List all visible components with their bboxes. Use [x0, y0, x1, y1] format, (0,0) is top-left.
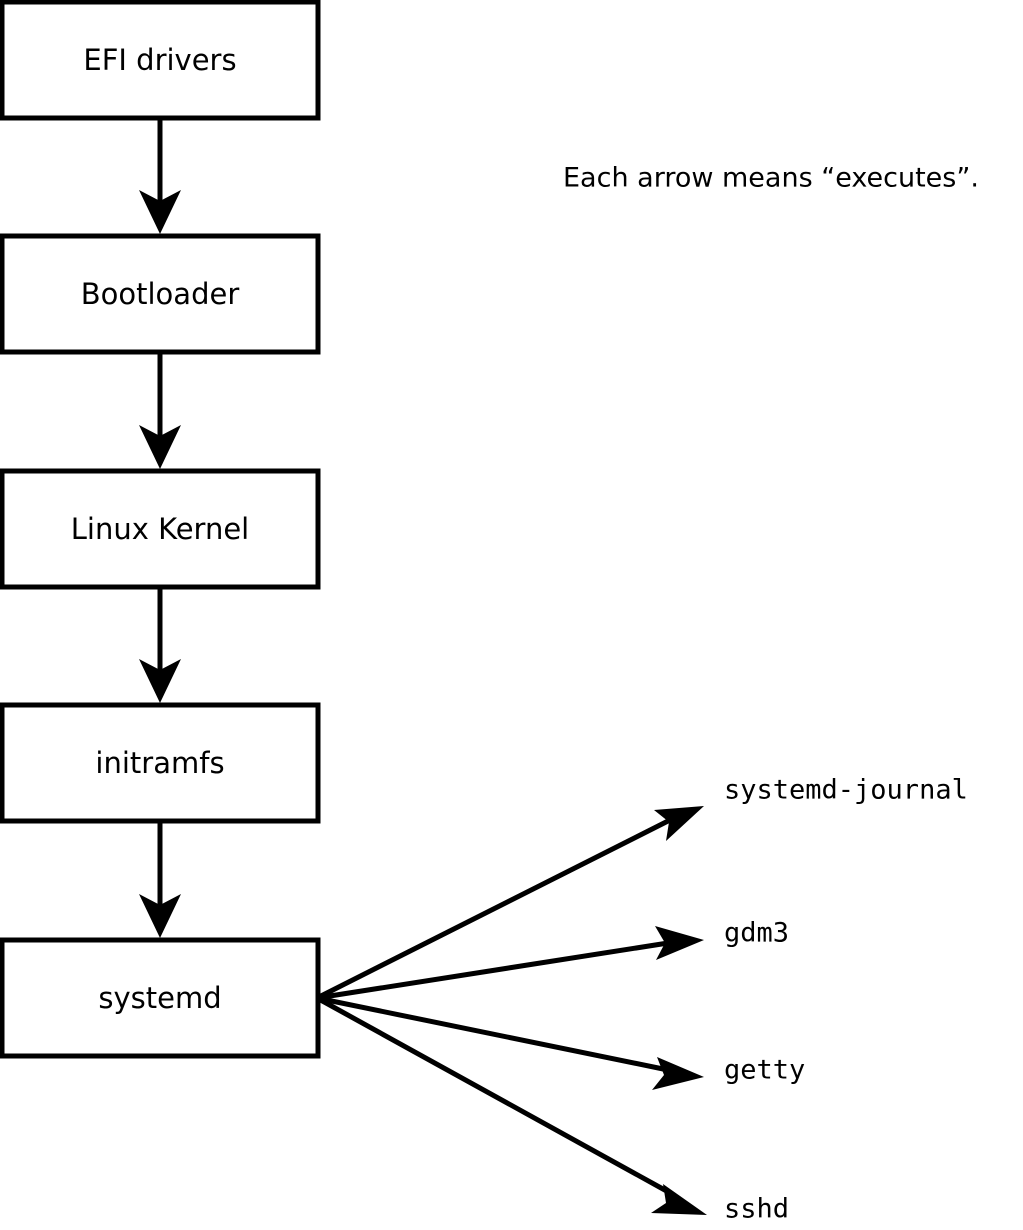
spawn-arrows-group — [315, 806, 707, 1215]
arrow-efi-to-bootloader-head — [139, 190, 181, 234]
arrow-systemd-to-getty-head — [652, 1057, 704, 1090]
node-efi-drivers-rect — [0, 0, 321, 121]
arrow-systemd-to-systemd-journal-head — [654, 806, 704, 841]
process-label-gdm3[interactable]: gdm3 — [724, 918, 789, 949]
arrow-systemd-to-gdm3-line — [316, 940, 669, 1001]
process-label-getty[interactable]: getty — [724, 1055, 805, 1086]
boot-chain-group: EFI drivers Bootloader Linux Kernel init… — [0, 0, 321, 1059]
arrow-systemd-to-getty — [316, 995, 704, 1090]
arrow-systemd-to-systemd-journal-line — [315, 816, 674, 1001]
node-systemd[interactable]: systemd — [0, 937, 321, 1059]
arrow-bootloader-to-kernel-head — [139, 425, 181, 469]
arrow-efi-to-bootloader — [139, 118, 181, 234]
arrow-initramfs-to-systemd-head — [139, 894, 181, 938]
arrow-bootloader-to-kernel — [139, 352, 181, 469]
node-initramfs-label: initramfs — [95, 746, 224, 780]
node-efi-drivers-label: EFI drivers — [83, 43, 236, 77]
arrow-systemd-to-sshd — [315, 995, 707, 1215]
node-linux-kernel[interactable]: Linux Kernel — [0, 468, 321, 590]
node-linux-kernel-rect — [0, 468, 321, 590]
process-label-sshd[interactable]: sshd — [724, 1194, 789, 1225]
node-bootloader-rect — [0, 233, 321, 355]
arrow-kernel-to-initramfs-head — [139, 659, 181, 703]
node-bootloader[interactable]: Bootloader — [0, 233, 321, 355]
node-bootloader-label: Bootloader — [81, 277, 240, 311]
process-label-systemd-journal[interactable]: systemd-journal — [724, 775, 968, 806]
arrow-systemd-to-gdm3 — [316, 926, 704, 1001]
arrow-systemd-to-gdm3-head — [655, 926, 704, 960]
node-linux-kernel-label: Linux Kernel — [71, 512, 249, 546]
chain-connectors-group — [139, 118, 181, 938]
arrow-systemd-to-sshd-line — [315, 995, 674, 1197]
node-initramfs[interactable]: initramfs — [0, 702, 321, 824]
arrow-systemd-to-getty-line — [316, 995, 669, 1073]
arrow-systemd-to-systemd-journal — [315, 806, 704, 1001]
arrow-systemd-to-sshd-head — [651, 1184, 707, 1215]
arrow-initramfs-to-systemd — [139, 821, 181, 938]
node-systemd-rect — [0, 937, 321, 1059]
process-labels-group: systemd-journal gdm3 getty sshd — [724, 775, 968, 1225]
node-systemd-label: systemd — [98, 981, 221, 1015]
node-efi-drivers[interactable]: EFI drivers — [0, 0, 321, 121]
arrow-kernel-to-initramfs — [139, 587, 181, 703]
arrow-meaning-annotation: Each arrow means “executes”. — [563, 163, 979, 194]
